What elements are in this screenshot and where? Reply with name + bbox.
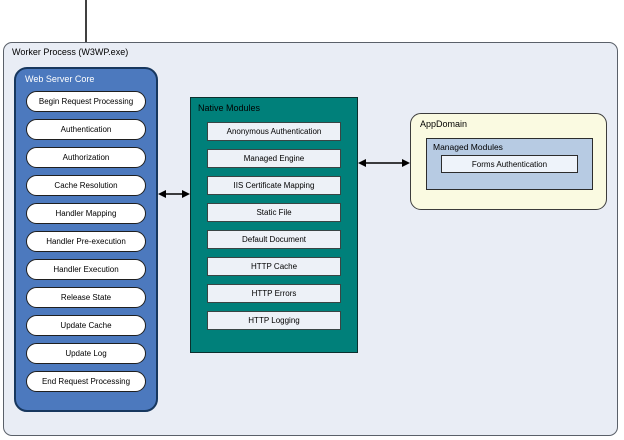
appdomain-title: AppDomain: [420, 119, 468, 129]
native-modules-box: Native Modules Anonymous Authentication …: [190, 97, 358, 353]
pipeline-stage: Release State: [26, 287, 146, 308]
pipeline-stage-list: Begin Request Processing Authentication …: [16, 84, 156, 392]
pipeline-stage: Handler Execution: [26, 259, 146, 280]
pipeline-stage: Update Log: [26, 343, 146, 364]
appdomain-box: AppDomain Managed Modules Forms Authenti…: [410, 113, 607, 210]
native-module: HTTP Errors: [207, 284, 341, 303]
worker-process-title: Worker Process (W3WP.exe): [12, 47, 129, 57]
pipeline-stage: Begin Request Processing: [26, 91, 146, 112]
web-server-core-box: Web Server Core Begin Request Processing…: [14, 67, 158, 412]
native-module: HTTP Logging: [207, 311, 341, 330]
pipeline-stage: Authorization: [26, 147, 146, 168]
pipeline-stage: Update Cache: [26, 315, 146, 336]
pipeline-stage: Authentication: [26, 119, 146, 140]
native-module-list: Anonymous Authentication Managed Engine …: [191, 113, 357, 330]
managed-modules-title: Managed Modules: [433, 142, 503, 152]
managed-engine-appdomain-double-arrow-icon: [358, 159, 410, 167]
native-module: Static File: [207, 203, 341, 222]
core-native-double-arrow-icon: [158, 190, 190, 198]
pipeline-stage: Handler Mapping: [26, 203, 146, 224]
web-server-core-title: Web Server Core: [25, 74, 95, 84]
managed-modules-box: Managed Modules Forms Authentication: [426, 138, 593, 190]
pipeline-stage: End Request Processing: [26, 371, 146, 392]
managed-module: Forms Authentication: [441, 155, 578, 173]
native-module: Default Document: [207, 230, 341, 249]
native-module: HTTP Cache: [207, 257, 341, 276]
native-modules-title: Native Modules: [198, 103, 261, 113]
pipeline-stage: Cache Resolution: [26, 175, 146, 196]
pipeline-stage: Handler Pre-execution: [26, 231, 146, 252]
native-module: Managed Engine: [207, 149, 341, 168]
native-module: Anonymous Authentication: [207, 122, 341, 141]
native-module: IIS Certificate Mapping: [207, 176, 341, 195]
